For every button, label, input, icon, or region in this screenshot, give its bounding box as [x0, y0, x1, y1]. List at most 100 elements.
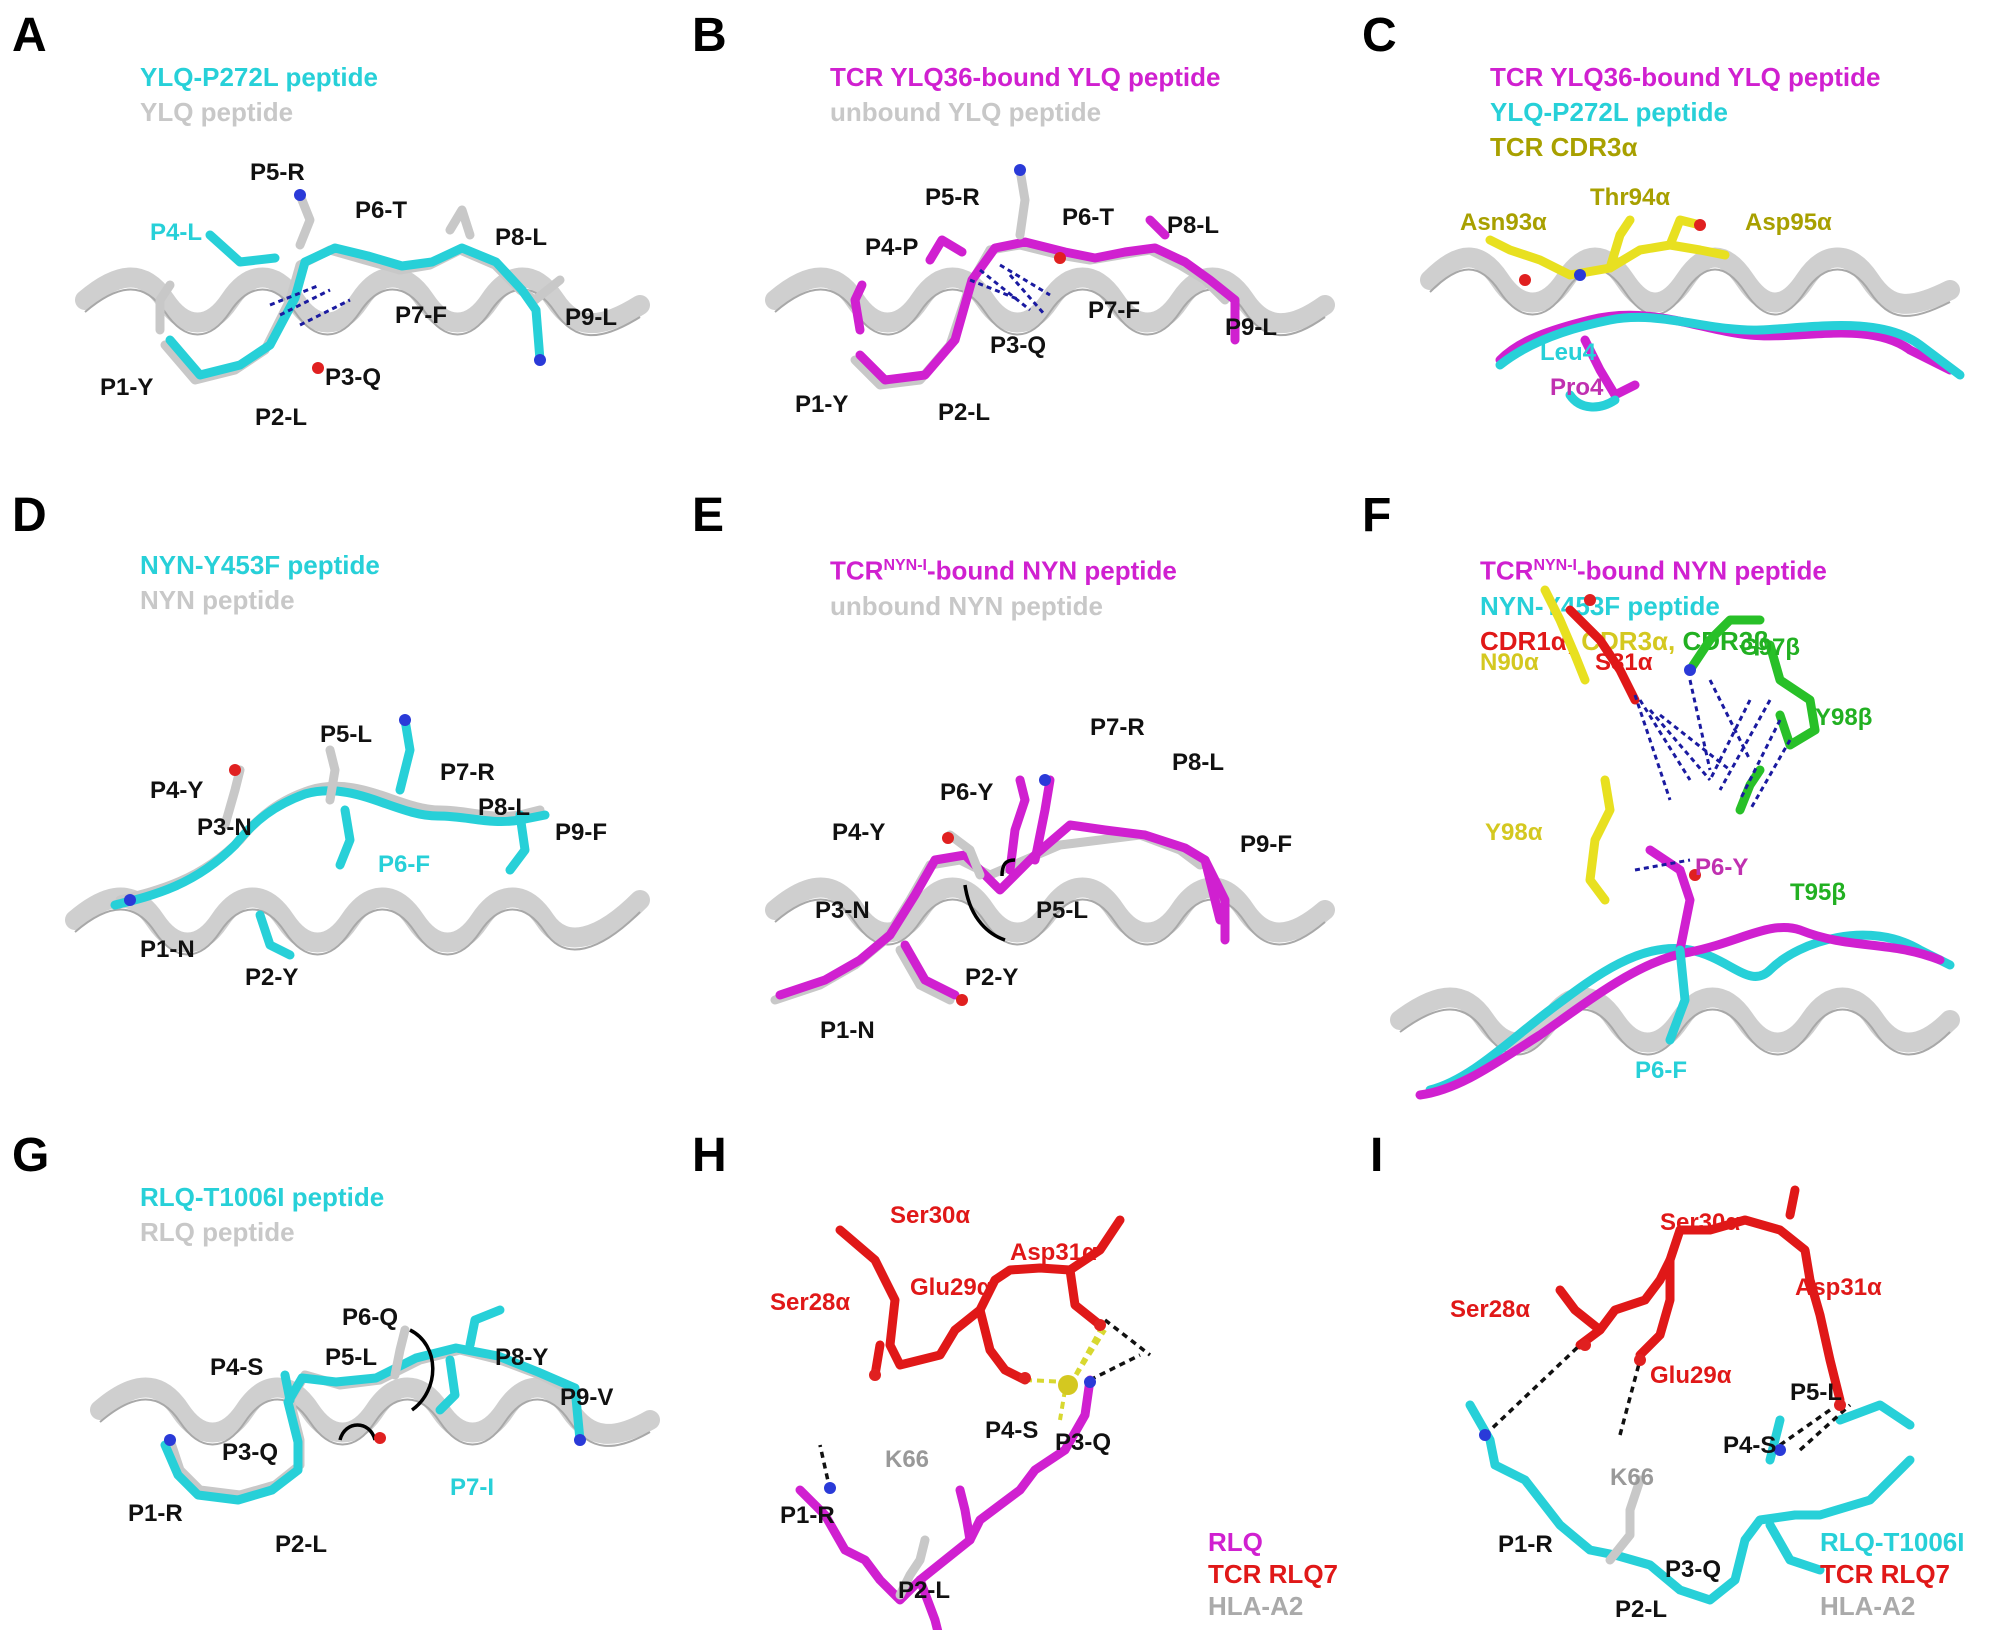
rotation-arrow [409, 1328, 435, 1412]
o-atom [1579, 1339, 1591, 1351]
sidechain-p7-i [435, 1355, 460, 1415]
legend-superscript: NYN-I [883, 557, 927, 574]
residue-label: Glu29α [910, 1274, 992, 1301]
peptide-backbone-bound [775, 820, 1225, 1000]
structure-view: Asn93α Thr94α Asp95α Leu4 Pro4 [1420, 184, 1965, 412]
residue-label: Ser30α [890, 1202, 970, 1229]
legend-line-mutant: YLQ-P272L peptide [140, 62, 378, 92]
o-atom [229, 764, 241, 776]
residue-label: Y98α [1485, 819, 1543, 846]
residue-label: P9-L [1225, 314, 1277, 341]
panel-letter: E [692, 489, 725, 542]
n-atom [574, 1434, 586, 1446]
sidechain-p9-f [1200, 855, 1230, 945]
panel-e: E TCRNYN-I-bound NYN peptide unbound NYN… [680, 480, 1340, 1040]
residue-label: P6-Y [940, 779, 993, 806]
sidechain-leu4 [1565, 390, 1620, 412]
sidechain-p5-r [295, 190, 315, 250]
panel-letter: I [1370, 1129, 1384, 1182]
residue-label: Asp95α [1745, 209, 1832, 236]
tcr-cdr1a-loop [1555, 1215, 1845, 1405]
o-atom [1019, 1372, 1031, 1384]
sidechain-p4-s [280, 1370, 295, 1405]
residue-label: P1-N [140, 936, 195, 963]
structure-view: P1-Y P2-L P3-Q P4-L P5-R P6-T P7-F P8-L … [75, 159, 650, 431]
legend-line-mutant: YLQ-P272L peptide [1490, 97, 1728, 127]
panel-legend: YLQ-P272L peptide YLQ peptide [140, 60, 378, 130]
residue-label: P1-N [820, 1017, 875, 1040]
legend-rest: -bound NYN peptide [1577, 555, 1827, 586]
panel-legend: TCRNYN-I-bound NYN peptide unbound NYN p… [830, 548, 1177, 624]
helix-ribbon [65, 887, 650, 953]
sidechain-p5-l [325, 745, 340, 805]
peptide-backbone-mutant [160, 1343, 585, 1505]
residue-label: P2-L [255, 404, 307, 431]
sidechain-p6-q [390, 1325, 410, 1380]
legend-line-mutant: NYN-Y453F peptide [1480, 590, 1720, 621]
water-bonds [1024, 1328, 1107, 1421]
residue-label: P8-L [478, 794, 530, 821]
sidechain-asp95 [1665, 215, 1705, 250]
helix-outline [774, 898, 1326, 946]
sidechain-p6-f [1665, 945, 1690, 1045]
residue-label: P5-L [1790, 1379, 1842, 1406]
structure-view: P1-N P2-Y P3-N P4-Y P5-L P6-Y P7-R P8-L … [765, 714, 1335, 1040]
legend-cdr3b: CDR3β [1682, 625, 1770, 656]
residue-label: P1-R [1498, 1531, 1553, 1558]
panel-legend: RLQ-T1006I TCR RLQ7 HLA-A2 [1820, 1526, 1965, 1622]
residue-label: P8-L [495, 224, 547, 251]
o-atom [1094, 1319, 1106, 1331]
sidechain-asp31 [1785, 1185, 1800, 1220]
sidechain-p2-y-bound [900, 940, 960, 1000]
residue-label: P3-N [815, 897, 870, 924]
o-atom [1694, 219, 1706, 231]
panel-i: I Ser30α Asp31α Ser28α Glu29α P5-L P4-S … [1350, 1120, 1990, 1630]
panel-g: G RLQ-T1006I peptide RLQ peptide P1-R P2… [0, 1120, 660, 1630]
residue-label: Ser28α [1450, 1296, 1530, 1323]
sidechain-p8-l [1145, 215, 1170, 240]
panel-letter: G [12, 1129, 50, 1182]
residue-label: P9-L [565, 304, 617, 331]
residue-label: P3-Q [325, 364, 381, 391]
residue-label: Ser30α [1660, 1209, 1740, 1236]
residue-label: P6-F [1635, 1057, 1687, 1084]
structure-view: P1-Y P2-L P3-Q P4-P P5-R P6-T P7-F P8-L … [765, 164, 1335, 426]
sidechain-p6-y [1005, 775, 1030, 875]
o-atom [312, 362, 324, 374]
panel-legend: NYN-Y453F peptide NYN peptide [140, 548, 380, 618]
o-atom [942, 832, 954, 844]
sidechain-p6-y [1645, 845, 1695, 955]
residue-label: P2-Y [245, 964, 298, 991]
o-atom [374, 1432, 386, 1444]
panel-legend: TCR YLQ36-bound YLQ peptide unbound YLQ … [830, 60, 1221, 130]
helix-ribbon [765, 877, 1335, 943]
sidechain-p9-f [505, 810, 530, 875]
cdr3a-n90 [1540, 585, 1590, 685]
residue-label: P7-R [1090, 714, 1145, 741]
residue-label: P2-L [898, 1577, 950, 1604]
sidechain-p4-s [1765, 1415, 1785, 1465]
legend-line-unbound: unbound YLQ peptide [830, 97, 1102, 127]
legend-line-mutant: NYN-Y453F peptide [140, 550, 380, 580]
sidechain-p4-l [205, 230, 280, 267]
n-atom [294, 189, 306, 201]
peptide-backbone-mutant [1495, 312, 1965, 380]
residue-label: N90α [1480, 649, 1539, 676]
sidechain-p5-r [1015, 165, 1030, 240]
sidechain-p1-y [850, 280, 867, 335]
n-atom [399, 714, 411, 726]
panel-letter: B [692, 9, 727, 62]
o-atom [1834, 1399, 1846, 1411]
residue-label: P1-Y [100, 374, 153, 401]
n-atom [124, 894, 136, 906]
residue-label: P2-L [938, 399, 990, 426]
residue-label: P9-V [560, 1384, 613, 1411]
hbond-lines [1483, 1343, 1852, 1452]
residue-label: P9-F [1240, 831, 1292, 858]
hla-k66 [1605, 1475, 1645, 1565]
rotation-arrow [1000, 858, 1016, 877]
residue-label: P5-L [325, 1344, 377, 1371]
legend-line-hla: HLA-A2 [1208, 1591, 1304, 1621]
legend-tcr: TCR [830, 555, 884, 586]
residue-label: Leu4 [1540, 339, 1597, 366]
